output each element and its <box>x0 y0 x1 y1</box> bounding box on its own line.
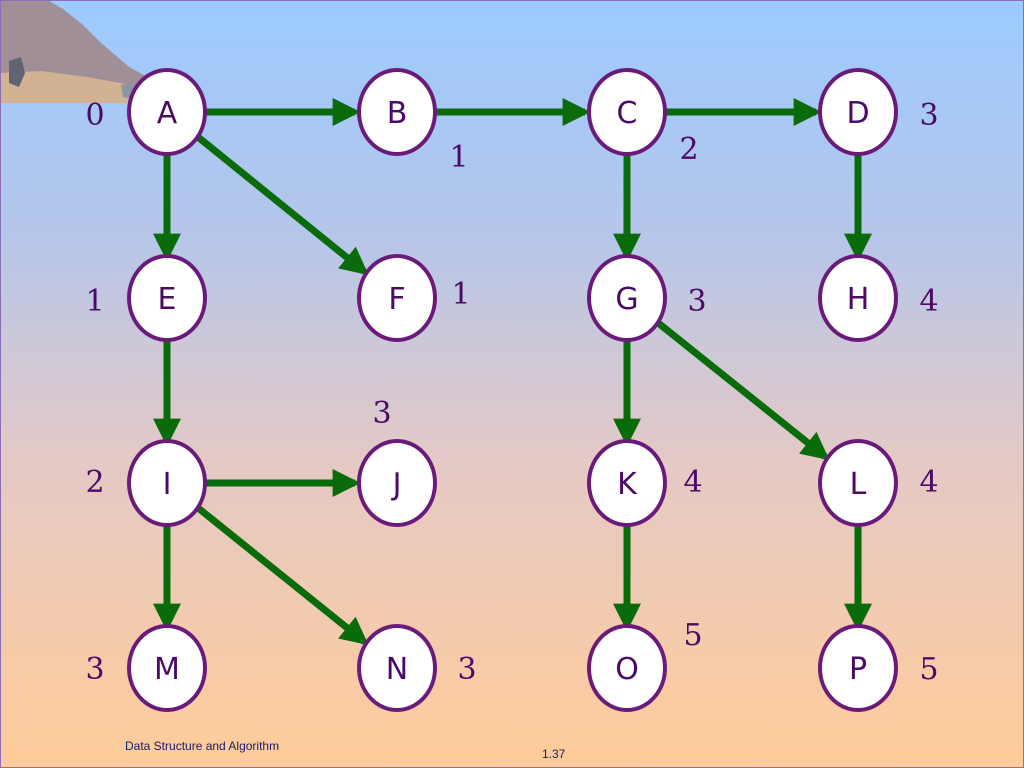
node-circle <box>587 439 667 527</box>
node-b: B1 <box>357 68 469 175</box>
level-label: 4 <box>683 465 702 500</box>
edges-layer <box>153 98 872 646</box>
level-label: 1 <box>449 140 468 175</box>
node-circle <box>357 68 437 156</box>
edge-g-l <box>654 319 830 461</box>
level-label: 2 <box>85 465 104 500</box>
level-label: 4 <box>919 465 938 500</box>
level-label: 3 <box>919 98 938 133</box>
level-label: 0 <box>85 98 104 133</box>
node-circle <box>357 624 437 712</box>
level-label: 1 <box>85 284 104 319</box>
level-label: 3 <box>85 652 104 687</box>
node-c: C2 <box>587 68 699 167</box>
node-circle <box>357 254 437 342</box>
node-circle <box>127 439 207 527</box>
node-label: E <box>158 282 177 317</box>
node-label: C <box>617 96 638 131</box>
node-label: H <box>847 282 870 317</box>
node-m: M3 <box>85 624 207 712</box>
node-circle <box>587 68 667 156</box>
node-circle <box>127 624 207 712</box>
node-circle <box>818 68 898 156</box>
level-label: 5 <box>919 652 938 687</box>
node-circle <box>818 254 898 342</box>
node-label: D <box>846 96 869 131</box>
level-label: 3 <box>687 284 706 319</box>
node-circle <box>587 624 667 712</box>
node-i: I2 <box>85 439 207 527</box>
node-circle <box>818 439 898 527</box>
level-label: 3 <box>372 396 391 431</box>
level-label: 1 <box>451 277 470 312</box>
node-circle <box>818 624 898 712</box>
node-label: I <box>163 467 172 502</box>
node-j: J3 <box>357 396 437 527</box>
node-e: E1 <box>85 254 207 342</box>
node-circle <box>357 439 437 527</box>
edge-a-f <box>194 133 369 276</box>
level-label: 3 <box>457 652 476 687</box>
node-o: O5 <box>587 618 703 712</box>
node-label: L <box>850 467 867 502</box>
node-circle <box>127 254 207 342</box>
node-a: A0 <box>85 68 207 156</box>
node-label: M <box>154 652 180 687</box>
level-label: 4 <box>919 284 938 319</box>
node-label: N <box>386 652 408 687</box>
node-label: O <box>615 652 639 687</box>
node-label: J <box>391 467 402 502</box>
level-label: 5 <box>683 618 702 653</box>
node-label: G <box>615 282 638 317</box>
node-label: B <box>387 96 408 131</box>
node-circle <box>587 254 667 342</box>
node-label: F <box>388 282 405 317</box>
node-label: A <box>157 96 178 131</box>
edge-i-n <box>194 504 369 646</box>
footer-page-number: 1.37 <box>542 747 566 761</box>
node-circle <box>127 68 207 156</box>
level-label: 2 <box>679 132 698 167</box>
footer-course-title: Data Structure and Algorithm <box>125 739 280 753</box>
node-label: P <box>849 652 867 687</box>
node-label: K <box>617 467 638 502</box>
